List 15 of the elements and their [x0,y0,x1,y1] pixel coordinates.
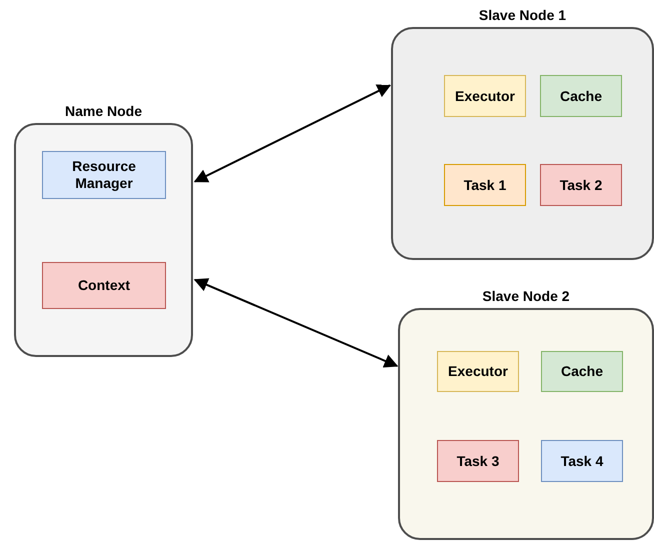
component-box: Cache [540,75,622,117]
node-title: Name Node [64,103,144,119]
component-box: Resource Manager [42,151,166,199]
component-box: Executor [437,351,519,392]
component-box: Context [42,262,166,309]
component-box: Task 4 [541,440,623,482]
component-box: Task 2 [540,164,622,206]
component-box: Task 1 [444,164,526,206]
component-box: Executor [444,75,526,117]
component-box: Task 3 [437,440,519,482]
component-box: Cache [541,351,623,392]
double-arrow [194,84,392,182]
node-title: Slave Node 1 [478,7,568,23]
double-arrow [194,278,398,368]
node-title: Slave Node 2 [481,288,571,304]
